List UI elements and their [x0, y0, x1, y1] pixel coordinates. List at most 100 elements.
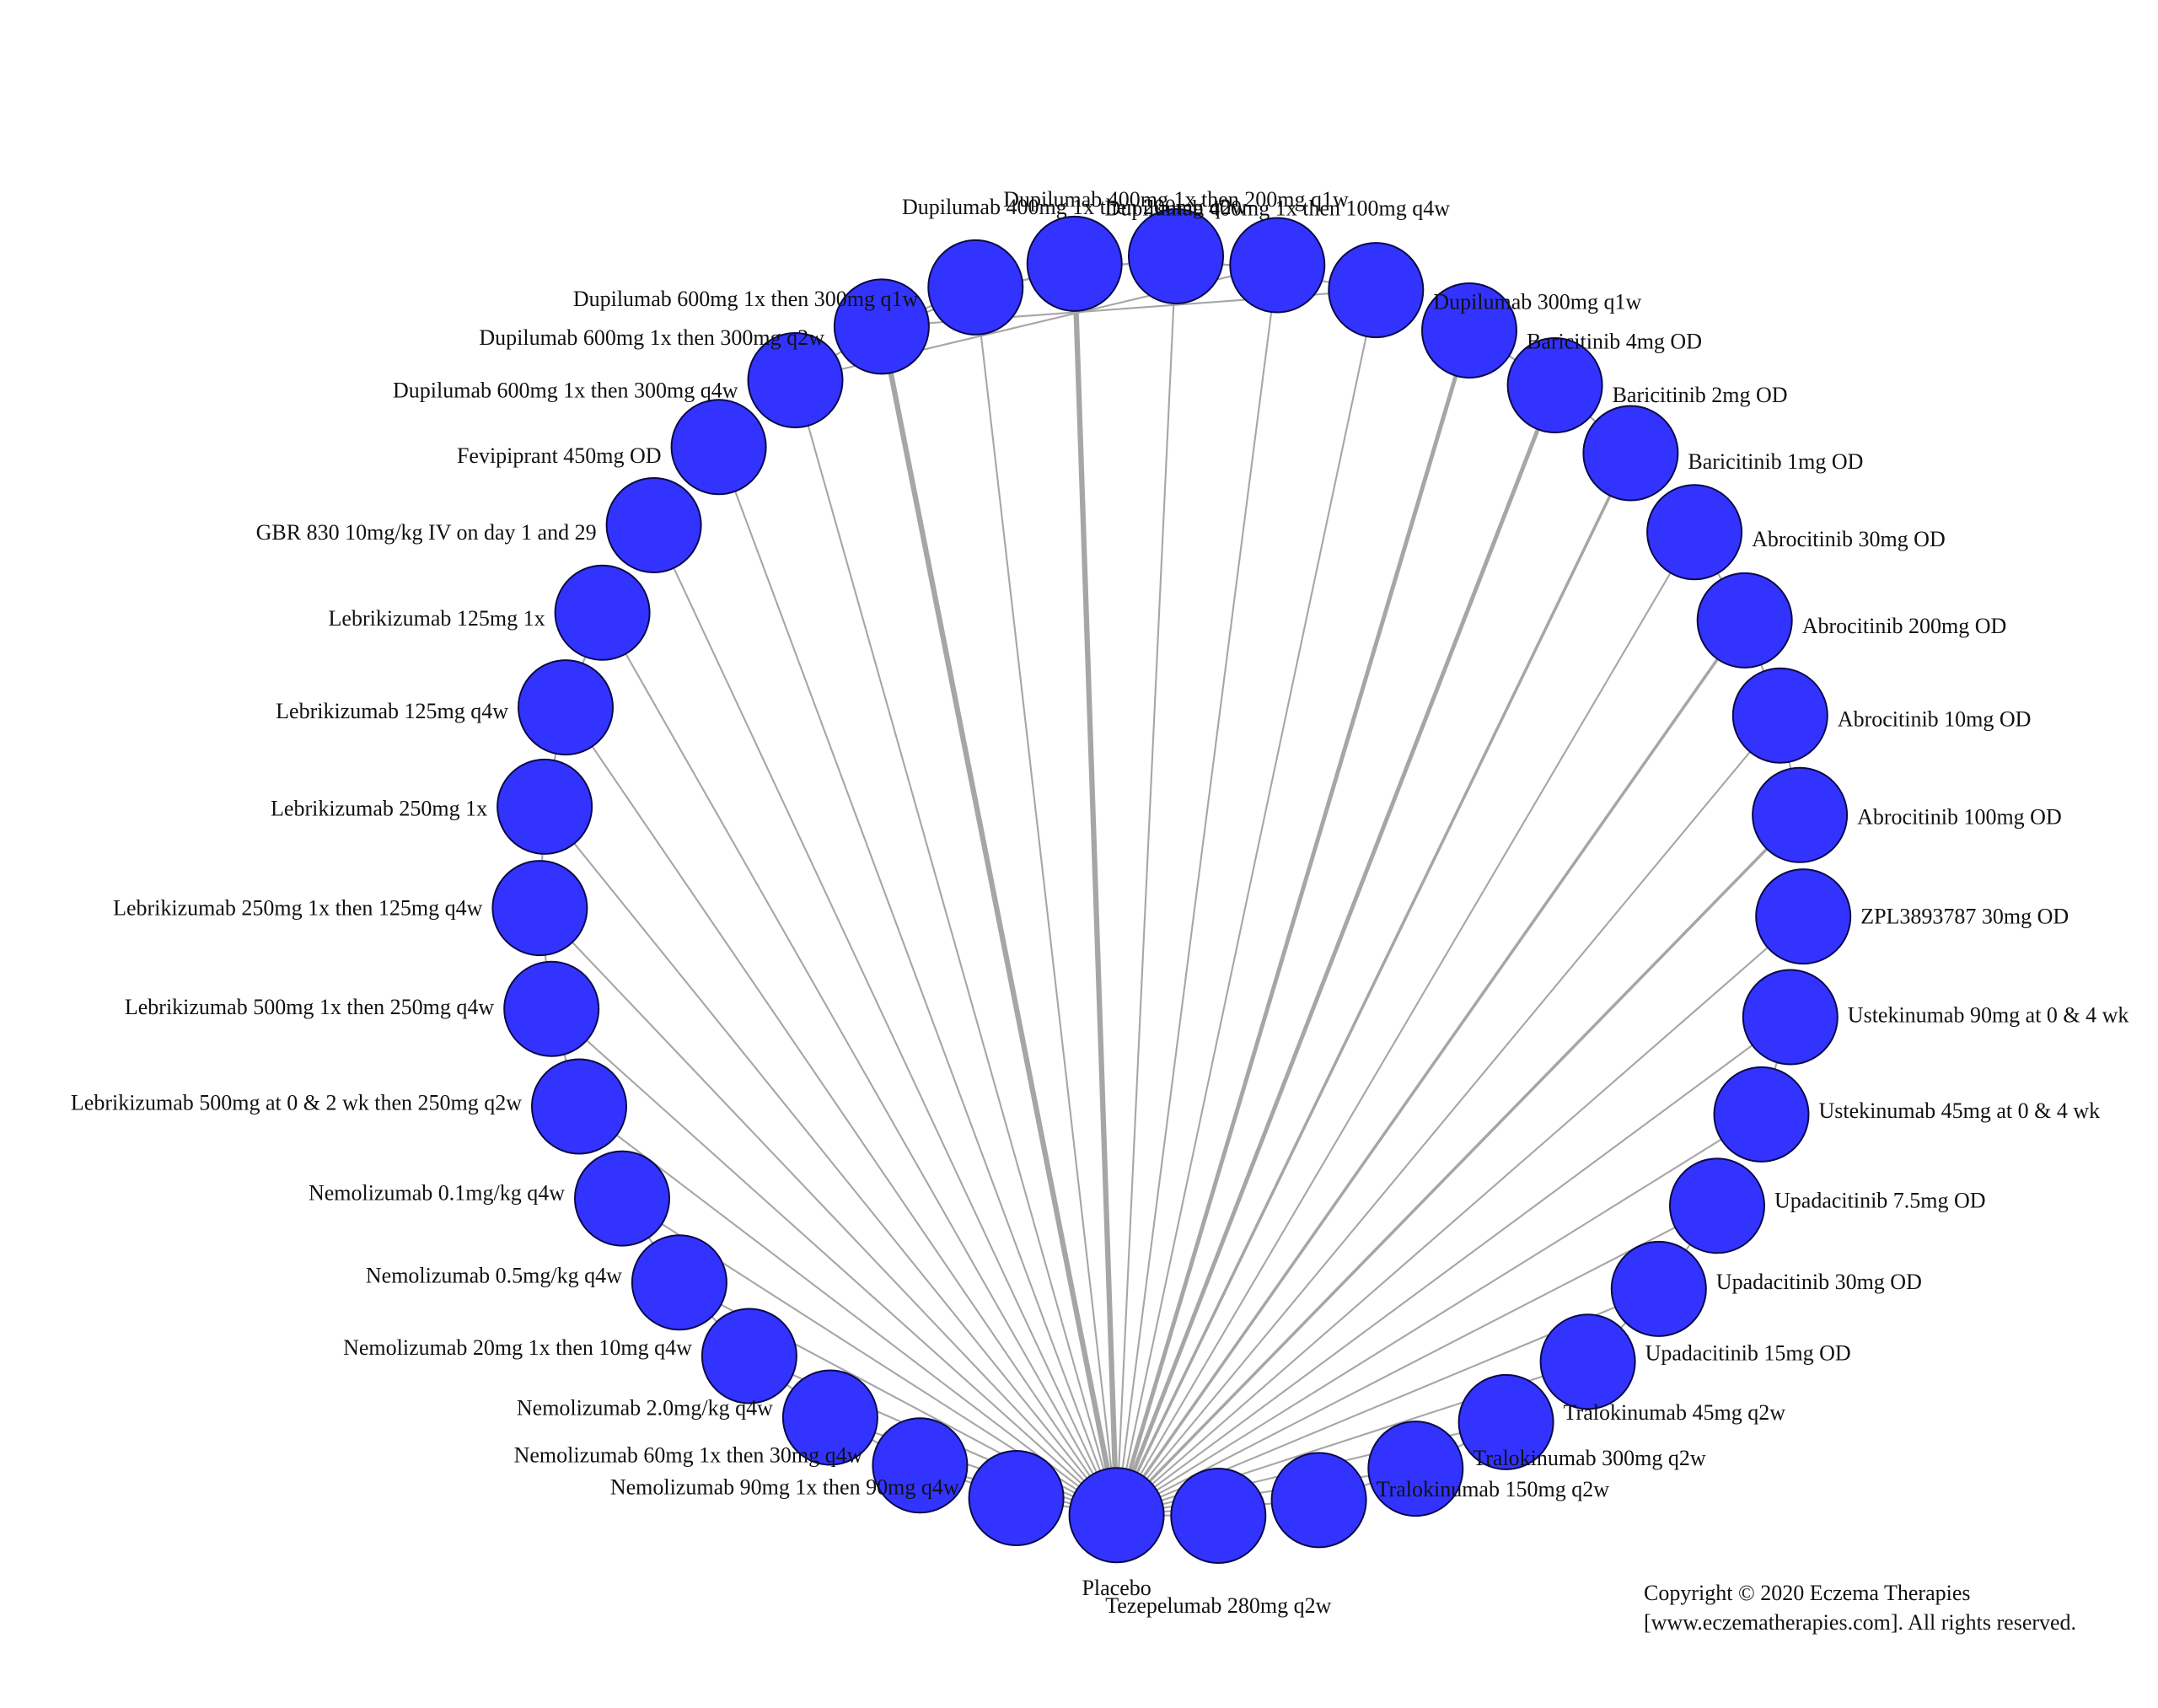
label-fevipiprant-450mg-od: Fevipiprant 450mg OD	[457, 443, 662, 468]
edge-placebo-to-lebrikizumab-250mg-1x	[544, 806, 1118, 1516]
label-lebrikizumab-500mg-at-0-2-wk-then-250mg-q2w: Lebrikizumab 500mg at 0 & 2 wk then 250m…	[71, 1091, 522, 1115]
node-gbr-830-10mg-kg-iv-on-day-1-and-29	[605, 477, 702, 573]
node-lebrikizumab-250mg-1x	[497, 758, 593, 855]
label-nemolizumab-0-5mg-kg-q4w: Nemolizumab 0.5mg/kg q4w	[366, 1263, 622, 1287]
label-tezepelumab-280mg-q2w: Tezepelumab 280mg q2w	[1105, 1593, 1331, 1618]
edge-placebo-to-gbr-830-10mg-kg-iv-on-day-1-and-29	[652, 524, 1118, 1516]
node-upadacitinib-7-5mg-od	[1669, 1157, 1765, 1254]
node-placebo	[1068, 1467, 1165, 1564]
node-nemolizumab-0-1mg-kg-q4w	[574, 1150, 670, 1247]
edge-placebo-to-dupilumab-400mg-1x-then-200mg-q2w	[1071, 263, 1119, 1516]
node-lebrikizumab-125mg-q4w	[518, 659, 614, 756]
node-abrocitinib-100mg-od	[1752, 766, 1849, 863]
label-dupilumab-400mg-1x-then-100mg-q4w: Dupilumab 400mg 1x then 100mg q4w	[1105, 196, 1451, 221]
label-dupilumab-400mg-1x-then-200mg-q2w: Dupilumab 400mg 1x then 200mg q2w	[902, 195, 1248, 219]
label-tralokinumab-300mg-q2w: Tralokinumab 300mg q2w	[1473, 1446, 1706, 1470]
label-dupilumab-600mg-1x-then-300mg-q2w: Dupilumab 600mg 1x then 300mg q2w	[479, 325, 824, 350]
label-nemolizumab-20mg-1x-then-10mg-q4w: Nemolizumab 20mg 1x then 10mg q4w	[343, 1335, 692, 1360]
node-lebrikizumab-125mg-1x	[554, 564, 651, 661]
label-dupilumab-600mg-1x-then-300mg-q1w: Dupilumab 600mg 1x then 300mg q1w	[573, 287, 919, 311]
node-dupilumab-400mg-1x-then-100mg-q4w	[1229, 217, 1326, 314]
label-gbr-830-10mg-kg-iv-on-day-1-and-29: GBR 830 10mg/kg IV on day 1 and 29	[256, 520, 597, 545]
node-baricitinib-1mg-od	[1582, 405, 1679, 502]
node-fevipiprant-450mg-od	[670, 399, 767, 496]
node-ustekinumab-45mg-at-0-4-wk	[1713, 1066, 1810, 1163]
label-dupilumab-300mg-q1w: Dupilumab 300mg q1w	[1433, 289, 1641, 314]
node-dupilumab-600mg-1x-then-300mg-q4w	[747, 332, 844, 428]
label-baricitinib-1mg-od: Baricitinib 1mg OD	[1688, 449, 1863, 474]
edge-placebo-to-baricitinib-2mg-od	[1114, 384, 1557, 1517]
node-baricitinib-2mg-od	[1506, 337, 1603, 433]
edge-placebo-to-dupilumab-300mg-q1w	[1115, 289, 1377, 1516]
edge-placebo-to-tralokinumab-300mg-q2w	[1116, 1468, 1416, 1517]
label-nemolizumab-90mg-1x-then-90mg-q4w: Nemolizumab 90mg 1x then 90mg q4w	[610, 1475, 959, 1500]
edge-placebo-to-baricitinib-4mg-od	[1114, 330, 1472, 1516]
node-tralokinumab-150mg-q2w	[1270, 1452, 1367, 1549]
label-baricitinib-4mg-od: Baricitinib 4mg OD	[1527, 329, 1702, 353]
edge-layer	[539, 255, 1804, 1517]
node-nemolizumab-2-0mg-kg-q4w	[781, 1369, 878, 1466]
node-upadacitinib-15mg-od	[1539, 1313, 1636, 1410]
edge-placebo-to-lebrikizumab-250mg-1x-then-125mg-q4w	[539, 907, 1118, 1516]
edge-placebo-to-ustekinumab-45mg-at-0-4-wk	[1116, 1114, 1763, 1517]
label-placebo: Placebo	[1082, 1576, 1151, 1600]
edge-placebo-to-lebrikizumab-125mg-q4w	[565, 706, 1118, 1516]
edge-placebo-to-dupilumab-600mg-1x-then-300mg-q4w	[794, 379, 1118, 1516]
copyright-notice: Copyright © 2020 Eczema Therapies [www.e…	[1644, 1578, 2076, 1637]
label-tralokinumab-150mg-q2w: Tralokinumab 150mg q2w	[1377, 1477, 1610, 1501]
label-nemolizumab-60mg-1x-then-30mg-q4w: Nemolizumab 60mg 1x then 30mg q4w	[514, 1442, 863, 1467]
label-zpl3893787-30mg-od: ZPL3893787 30mg OD	[1860, 905, 2069, 929]
label-nemolizumab-2-0mg-kg-q4w: Nemolizumab 2.0mg/kg q4w	[517, 1396, 773, 1421]
edge-placebo-to-abrocitinib-100mg-od	[1115, 814, 1801, 1517]
node-ustekinumab-90mg-at-0-4-wk	[1742, 969, 1839, 1066]
node-nemolizumab-20mg-1x-then-10mg-q4w	[701, 1308, 797, 1405]
node-lebrikizumab-500mg-1x-then-250mg-q4w	[503, 960, 600, 1057]
copyright-line-2: [www.eczematherapies.com]. All rights re…	[1644, 1610, 2077, 1635]
label-ustekinumab-45mg-at-0-4-wk: Ustekinumab 45mg at 0 & 4 wk	[1819, 1098, 2101, 1123]
label-upadacitinib-7-5mg-od: Upadacitinib 7.5mg OD	[1774, 1188, 1986, 1212]
label-lebrikizumab-125mg-1x: Lebrikizumab 125mg 1x	[329, 606, 545, 631]
node-baricitinib-4mg-od	[1421, 282, 1517, 379]
node-dupilumab-400mg-1x-then-200mg-q2w	[1026, 215, 1123, 312]
edge-placebo-to-nemolizumab-2-0mg-kg-q4w	[829, 1416, 1117, 1517]
edge-placebo-to-lebrikizumab-500mg-1x-then-250mg-q4w	[550, 1007, 1118, 1516]
label-dupilumab-600mg-1x-then-300mg-q4w: Dupilumab 600mg 1x then 300mg q4w	[393, 378, 738, 402]
node-abrocitinib-200mg-od	[1696, 572, 1793, 669]
label-baricitinib-2mg-od: Baricitinib 2mg OD	[1613, 383, 1788, 407]
node-lebrikizumab-250mg-1x-then-125mg-q4w	[491, 860, 588, 957]
node-layer	[491, 208, 1852, 1564]
edge-placebo-to-fevipiprant-450mg-od	[717, 446, 1118, 1516]
edge-placebo-to-zpl3893787-30mg-od	[1115, 916, 1804, 1516]
node-upadacitinib-30mg-od	[1610, 1240, 1707, 1337]
node-dupilumab-400mg-1x-then-200mg-q1w	[1128, 208, 1224, 304]
copyright-line-1: Copyright © 2020 Eczema Therapies	[1644, 1581, 1971, 1605]
label-abrocitinib-10mg-od: Abrocitinib 10mg OD	[1838, 707, 2032, 732]
label-ustekinumab-90mg-at-0-4-wk: Ustekinumab 90mg at 0 & 4 wk	[1848, 1003, 2129, 1028]
edge-placebo-to-ustekinumab-90mg-at-0-4-wk	[1115, 1016, 1791, 1517]
edge-placebo-to-abrocitinib-30mg-od	[1115, 531, 1696, 1516]
label-tralokinumab-45mg-q2w: Tralokinumab 45mg q2w	[1564, 1400, 1786, 1425]
label-upadacitinib-15mg-od: Upadacitinib 15mg OD	[1645, 1341, 1851, 1366]
node-dupilumab-300mg-q1w	[1328, 242, 1425, 339]
edge-placebo-to-lebrikizumab-125mg-1x	[601, 612, 1118, 1516]
edge-placebo-to-abrocitinib-10mg-od	[1115, 715, 1781, 1516]
edge-placebo-to-lebrikizumab-500mg-at-0-2-wk-then-250mg-q2w	[578, 1105, 1118, 1517]
node-nemolizumab-90mg-1x-then-90mg-q4w	[968, 1450, 1065, 1546]
node-abrocitinib-30mg-od	[1646, 484, 1743, 581]
edge-placebo-to-dupilumab-400mg-1x-then-200mg-q1w	[1115, 255, 1178, 1516]
label-lebrikizumab-125mg-q4w: Lebrikizumab 125mg q4w	[276, 699, 508, 723]
node-tezepelumab-280mg-q2w	[1170, 1468, 1267, 1564]
node-dupilumab-600mg-1x-then-300mg-q2w	[833, 278, 930, 375]
edge-placebo-to-baricitinib-1mg-od	[1115, 452, 1632, 1516]
node-nemolizumab-60mg-1x-then-30mg-q4w	[872, 1417, 969, 1514]
node-tralokinumab-300mg-q2w	[1367, 1421, 1464, 1517]
label-dupilumab-400mg-1x-then-200mg-q1w: Dupilumab 400mg 1x then 200mg q1w	[1003, 187, 1349, 212]
edge-placebo-to-dupilumab-400mg-1x-then-100mg-q4w	[1115, 265, 1279, 1516]
label-nemolizumab-0-1mg-kg-q4w: Nemolizumab 0.1mg/kg q4w	[309, 1181, 565, 1206]
node-lebrikizumab-500mg-at-0-2-wk-then-250mg-q2w	[531, 1058, 627, 1155]
edge-placebo-to-abrocitinib-200mg-od	[1115, 619, 1747, 1517]
label-abrocitinib-30mg-od: Abrocitinib 30mg OD	[1752, 527, 1946, 551]
label-lebrikizumab-250mg-1x: Lebrikizumab 250mg 1x	[271, 797, 487, 821]
